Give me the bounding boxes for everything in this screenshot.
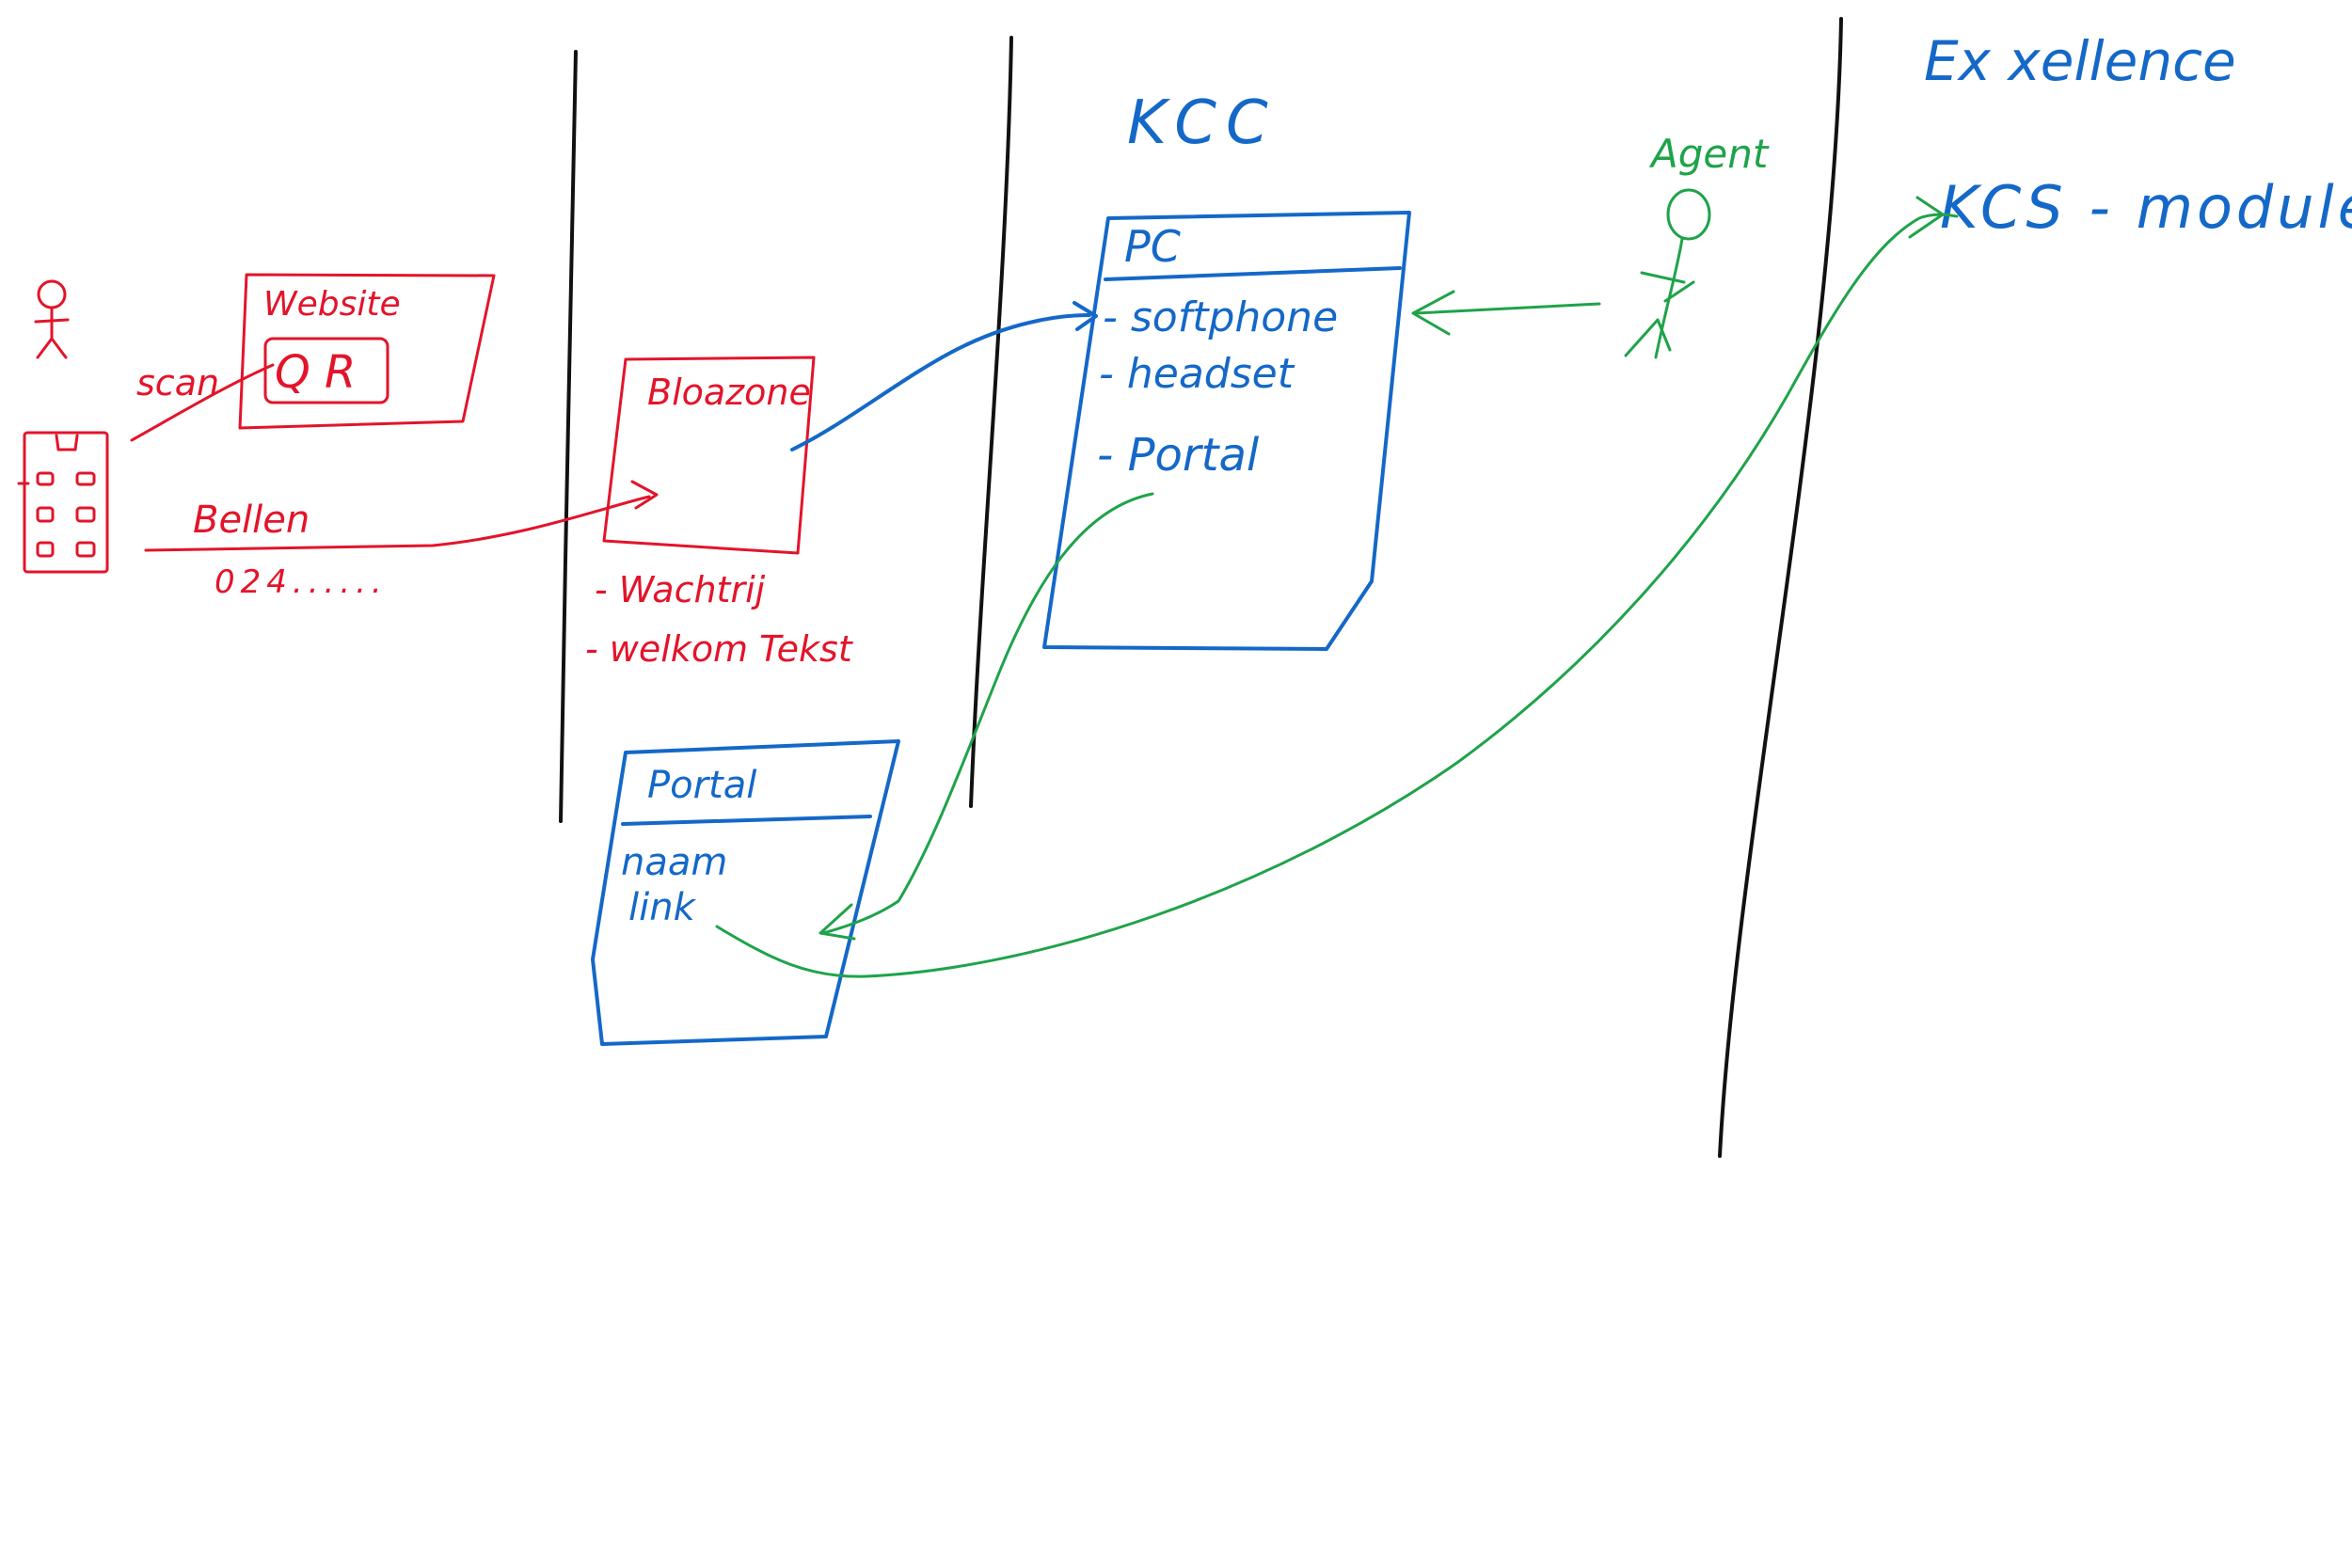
pc-item-portal: - Portal xyxy=(1097,429,1260,482)
kcc-title: KCC xyxy=(1127,88,1278,158)
pc-item-softphone: - softphone xyxy=(1103,293,1338,341)
pc-portal-to-link-arrowhead xyxy=(818,903,856,941)
pc-title: PC xyxy=(1124,221,1181,272)
portal-title: Portal xyxy=(647,764,756,807)
divider-line-2 xyxy=(969,36,1013,808)
qr-code-box xyxy=(263,337,389,404)
call-label: Bellen xyxy=(193,499,310,542)
smartphone-icon xyxy=(17,431,109,574)
bloazone-to-pc-arrowhead xyxy=(1073,301,1098,331)
divider-line-3 xyxy=(1718,17,1843,1158)
phone-number: 024...... xyxy=(215,563,388,601)
divider-line-1 xyxy=(559,50,578,823)
scan-label: scan xyxy=(136,362,219,404)
pc-box: PC - softphone - headset - Portal xyxy=(1042,211,1411,651)
customer-stick-figure xyxy=(34,279,70,359)
scan-arrow xyxy=(130,363,275,442)
bloazone-to-pc-arrow xyxy=(790,313,1091,451)
portal-field-link: link xyxy=(628,886,697,929)
call-arrow xyxy=(144,495,651,552)
portal-header-divider xyxy=(621,815,872,826)
pc-item-headset: - headset xyxy=(1099,350,1295,398)
bloazone-title: Bloazone xyxy=(647,372,811,413)
call-arrowhead xyxy=(630,480,659,510)
pc-header-divider xyxy=(1104,266,1402,281)
website-box: Website Q R xyxy=(238,273,496,430)
link-to-kcs-arrow xyxy=(715,213,1959,978)
bloazone-note-2: - welkom Tekst xyxy=(585,628,854,670)
bloazone-box: Bloazone xyxy=(602,356,816,555)
agent-stick-figure xyxy=(1624,188,1711,359)
pc-portal-to-link-arrow xyxy=(821,492,1154,935)
kcs-module-label: KCS - module xyxy=(1940,173,2352,242)
qr-label: Q R xyxy=(275,346,356,399)
agent-to-pc-arrow xyxy=(1414,302,1601,315)
excellence-title: Ex xellence xyxy=(1924,29,2236,93)
link-to-kcs-arrowhead xyxy=(1908,196,1945,239)
portal-box: Portal naam link xyxy=(591,739,900,1046)
portal-field-naam: naam xyxy=(621,841,727,884)
agent-label: Agent xyxy=(1648,131,1770,177)
website-title: Website xyxy=(263,285,401,324)
agent-to-pc-arrowhead xyxy=(1411,290,1455,336)
bloazone-note-1: - Wachtrij xyxy=(595,569,766,610)
